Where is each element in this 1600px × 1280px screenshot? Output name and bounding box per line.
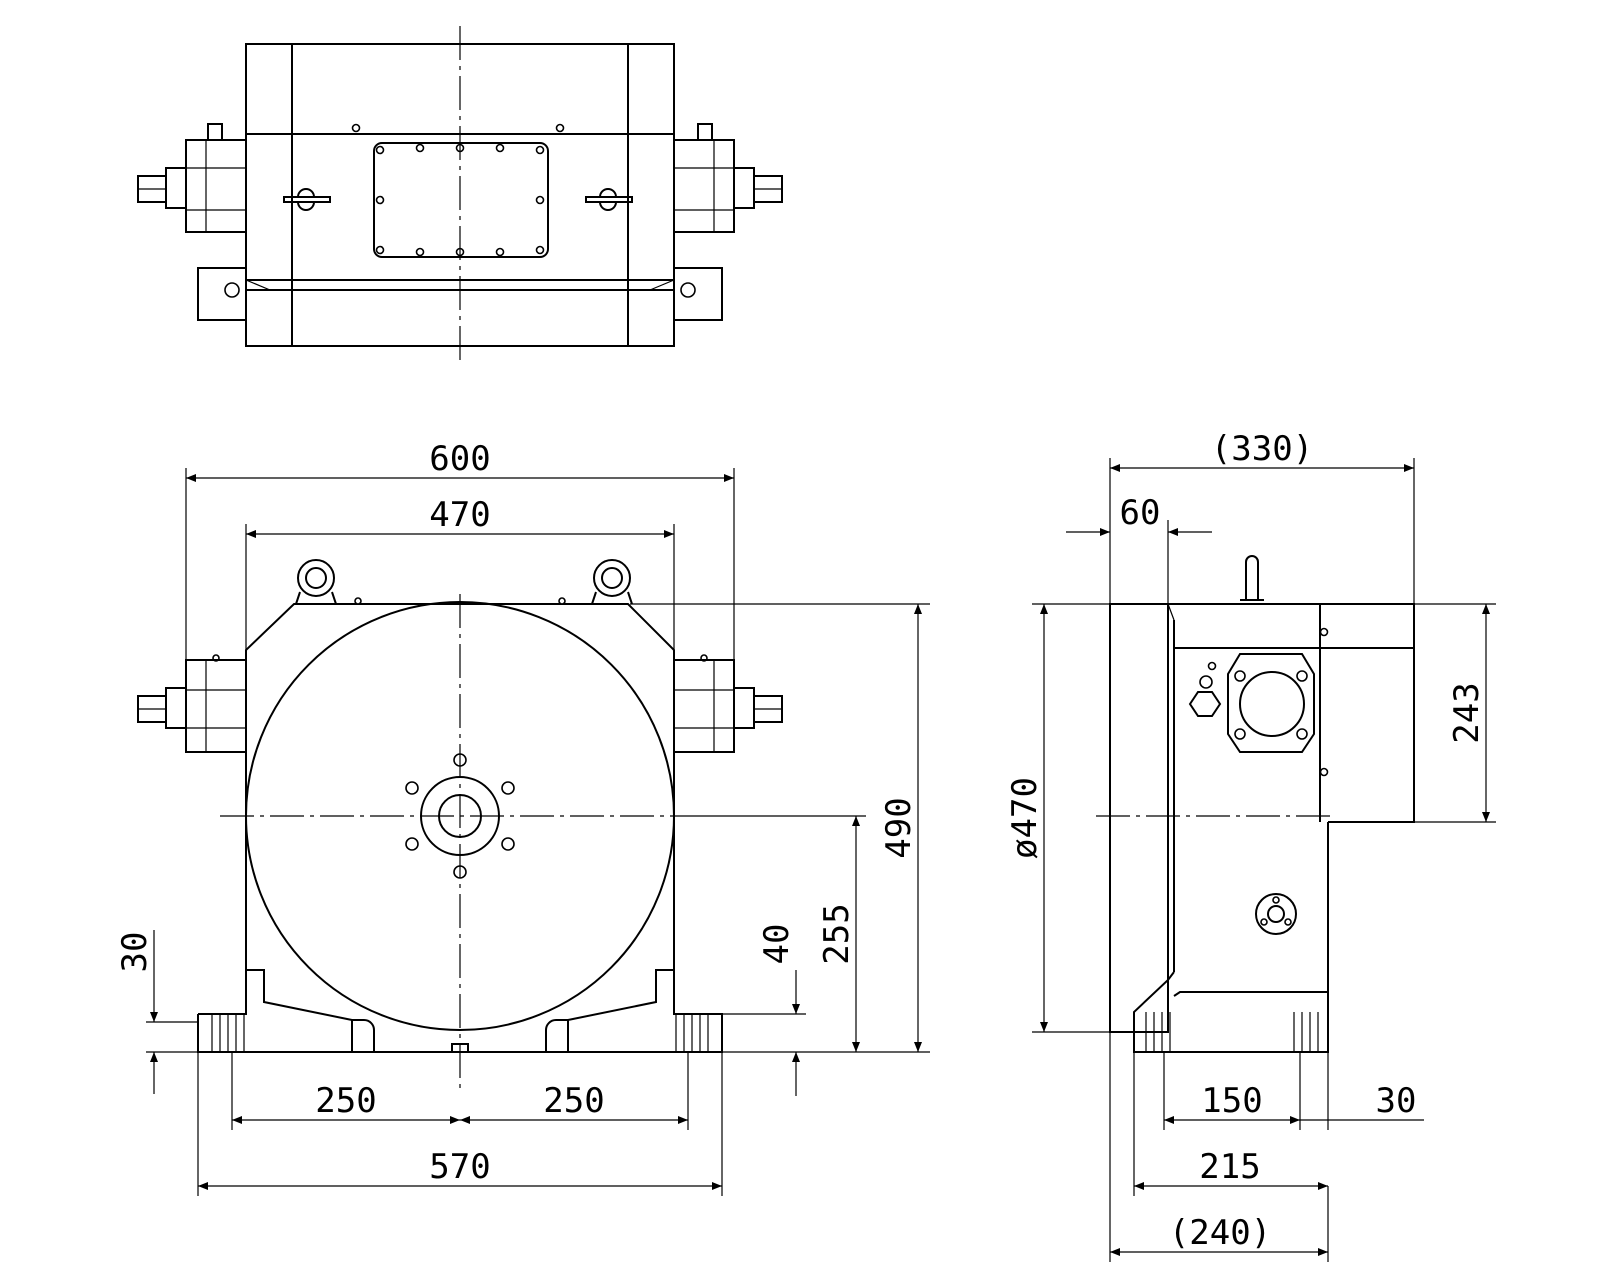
dim-overall-depth: (330): [1211, 429, 1313, 469]
dim-center-height: 255: [817, 903, 857, 964]
cover-screws: [351, 123, 565, 257]
dim-base-width: 570: [429, 1147, 490, 1187]
dim-overall-width: 600: [429, 439, 490, 479]
dim-body-width: 470: [429, 495, 490, 535]
base-bolts: [211, 1014, 709, 1052]
dim-base-thickness: 40: [757, 924, 797, 965]
top-view: [137, 26, 783, 364]
dim-right-bolt: 250: [543, 1081, 604, 1121]
side-view-dimensions: (330) 60 ø470 243 150 30 215 (240): [1005, 429, 1496, 1262]
dim-left-bolt: 250: [315, 1081, 376, 1121]
front-view: [137, 559, 783, 1090]
dim-flange: 60: [1120, 493, 1161, 533]
table-holes: [405, 753, 515, 879]
dim-base-depth: 215: [1199, 1147, 1260, 1187]
front-view-dimensions: 600 470 490 255 40 30 250 250: [115, 439, 930, 1196]
dim-height: 490: [879, 797, 919, 858]
dim-foot-thickness: 30: [115, 932, 155, 973]
dim-top-height: 243: [1447, 682, 1487, 743]
side-base-bolts: [1145, 1012, 1319, 1052]
dim-table-diameter: ø470: [1005, 777, 1045, 859]
dim-total-depth: (240): [1169, 1213, 1271, 1253]
dim-edge-offset: 30: [1376, 1081, 1417, 1121]
dim-bolt-spacing: 150: [1201, 1081, 1262, 1121]
side-view: [1096, 555, 1415, 1053]
